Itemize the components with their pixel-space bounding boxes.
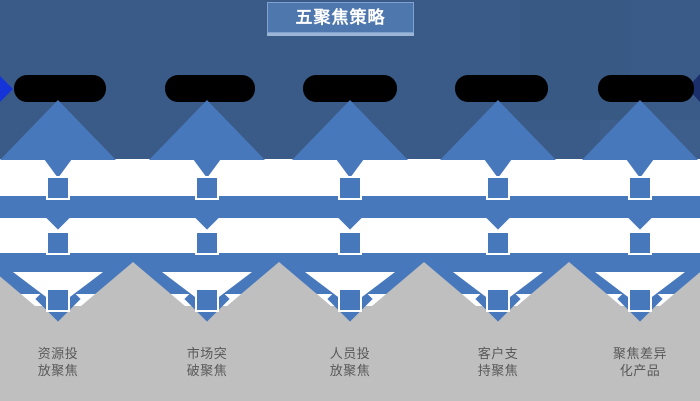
title-underline	[267, 33, 414, 36]
square-node-icon	[48, 178, 68, 198]
column-triangle-2	[149, 100, 265, 160]
square-node-icon	[630, 290, 650, 310]
square-node-icon	[48, 290, 68, 310]
column-triangle-4	[440, 100, 556, 160]
column-label-line2-5: 化产品	[619, 363, 661, 378]
column-label-1: 资源投放聚焦	[12, 345, 104, 379]
square-node-icon	[630, 233, 650, 253]
redacted-headline-2	[165, 75, 255, 102]
column-notch-4	[484, 159, 512, 178]
redacted-headline-1	[14, 75, 106, 102]
column-label-line2-3: 放聚焦	[329, 363, 371, 378]
column-label-5: 聚焦差异化产品	[594, 345, 686, 379]
column-label-4: 客户支持聚焦	[452, 345, 544, 379]
slide-title-text: 五聚焦策略	[295, 8, 386, 27]
square-node-icon	[340, 178, 360, 198]
column-notch-5	[626, 159, 654, 178]
column-triangle-1	[0, 100, 116, 160]
square-node-icon	[488, 290, 508, 310]
column-label-line2-1: 放聚焦	[37, 363, 79, 378]
column-label-line1-5: 聚焦差异	[612, 346, 667, 361]
column-label-line1-1: 资源投	[37, 346, 79, 361]
redacted-headline-3	[303, 75, 397, 102]
column-label-line1-4: 客户支	[477, 346, 519, 361]
gray-base-band	[0, 306, 700, 401]
column-label-3: 人员投放聚焦	[304, 345, 396, 379]
redacted-headline-5	[598, 75, 694, 102]
column-label-line1-3: 人员投	[329, 346, 371, 361]
square-node-icon	[340, 290, 360, 310]
column-label-line2-4: 持聚焦	[477, 363, 519, 378]
column-notch-1	[44, 159, 72, 178]
square-node-icon	[488, 178, 508, 198]
redacted-headline-4	[455, 75, 548, 102]
square-node-icon	[197, 233, 217, 253]
column-label-2: 市场突破聚焦	[161, 345, 253, 379]
square-node-icon	[340, 233, 360, 253]
column-triangle-5	[582, 100, 698, 160]
slide-title-box: 五聚焦策略	[267, 2, 414, 33]
column-notch-2	[193, 159, 221, 178]
column-notch-3	[336, 159, 364, 178]
square-node-icon	[48, 233, 68, 253]
column-label-line1-2: 市场突	[186, 346, 228, 361]
column-triangle-3	[292, 100, 408, 160]
column-label-line2-2: 破聚焦	[186, 363, 228, 378]
triangle-right-icon	[0, 76, 13, 102]
square-node-icon	[197, 290, 217, 310]
square-node-icon	[488, 233, 508, 253]
square-node-icon	[630, 178, 650, 198]
square-node-icon	[197, 178, 217, 198]
